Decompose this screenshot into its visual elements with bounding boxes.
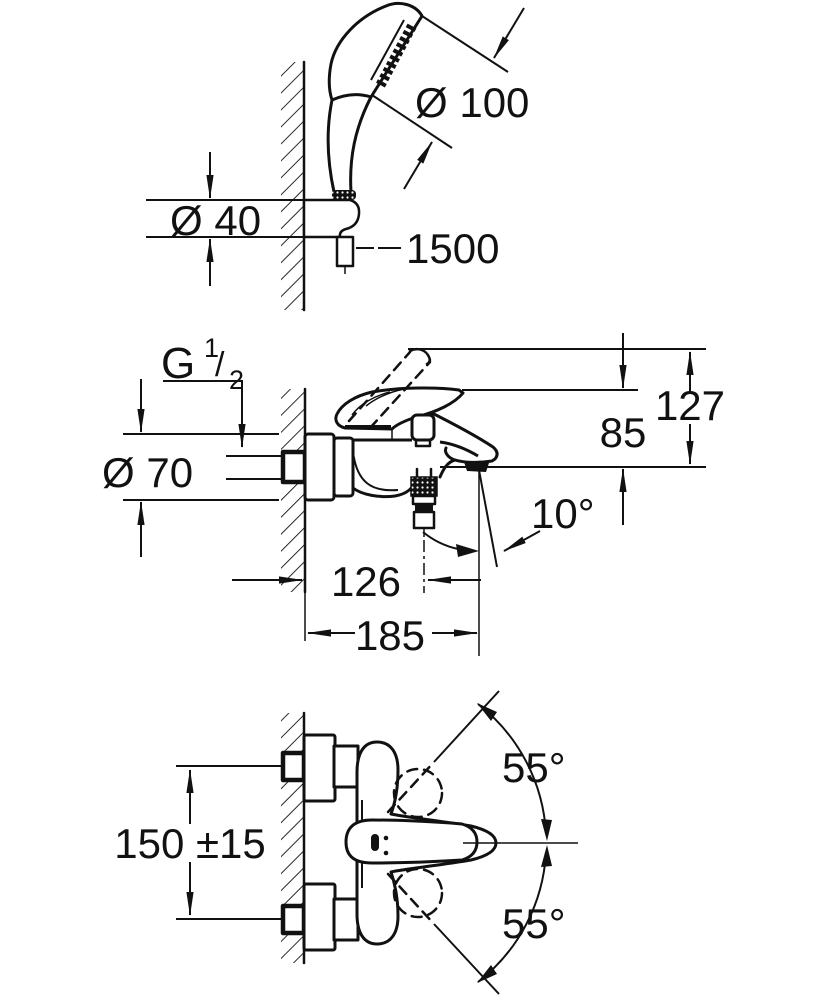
grip-band [332, 190, 356, 200]
dim-swing-lower: 55° [502, 900, 566, 947]
hand-shower [326, 1, 424, 200]
lever-handle-side [334, 386, 465, 441]
dim-height-lines [408, 333, 706, 525]
thread-base: G [161, 339, 195, 388]
wall-hatch-top [281, 60, 306, 312]
thread-numerator: 1 [204, 333, 219, 363]
dim-angle-10: 10° [531, 490, 595, 537]
dim-bracket-diameter: Ø 40 [170, 197, 261, 244]
dim-spacing-150: 150 ±15 [114, 820, 266, 867]
thread-denominator: 2 [229, 365, 244, 395]
dim-height-127: 127 [655, 382, 725, 429]
dim-offset-126: 126 [331, 558, 401, 605]
diverter-knob [410, 413, 436, 448]
union-nut [280, 449, 308, 485]
dim-spout-angle [422, 469, 541, 656]
wall-hatch-middle [281, 387, 307, 641]
dim-bracket-diameter-lines [146, 152, 311, 286]
dim-height-85: 85 [600, 409, 647, 456]
hose-connector [410, 467, 438, 593]
escutcheon [303, 432, 336, 502]
dim-swing-upper: 55° [502, 744, 566, 791]
supply-connection [225, 449, 308, 485]
dim-head-diameter: Ø 100 [415, 79, 529, 126]
dim-head-diameter-lines [371, 7, 525, 190]
top-view-hand-shower: Ø 100 Ø 40 1500 [146, 1, 529, 312]
plan-unions [280, 733, 360, 952]
spray-face [375, 23, 417, 89]
lever-swing-dashed [386, 690, 500, 995]
dim-reach-lines [232, 576, 481, 637]
dim-thread-label: G 1 / 2 [161, 333, 244, 395]
escutcheon-collar [332, 436, 355, 498]
dim-escutcheon-diameter: Ø 70 [102, 449, 193, 496]
lever-top-face [344, 818, 479, 865]
dim-swing-lines [463, 703, 578, 983]
dim-reach-185: 185 [355, 612, 425, 659]
thread-separator: / [215, 346, 225, 384]
plan-view-mixer: 150 ±15 55° 55° [114, 690, 578, 995]
dim-hose-length: 1500 [406, 225, 499, 272]
side-view-mixer: G 1 / 2 Ø 70 85 127 10° 126 185 [102, 333, 725, 659]
knurled-ring [410, 476, 438, 497]
dim-thread-leader [163, 380, 246, 448]
dim-escutcheon-lines [123, 379, 279, 557]
plan-body [344, 740, 498, 946]
shower-bracket [302, 198, 361, 274]
mixer-body [351, 408, 499, 499]
hose-stub [335, 235, 355, 268]
